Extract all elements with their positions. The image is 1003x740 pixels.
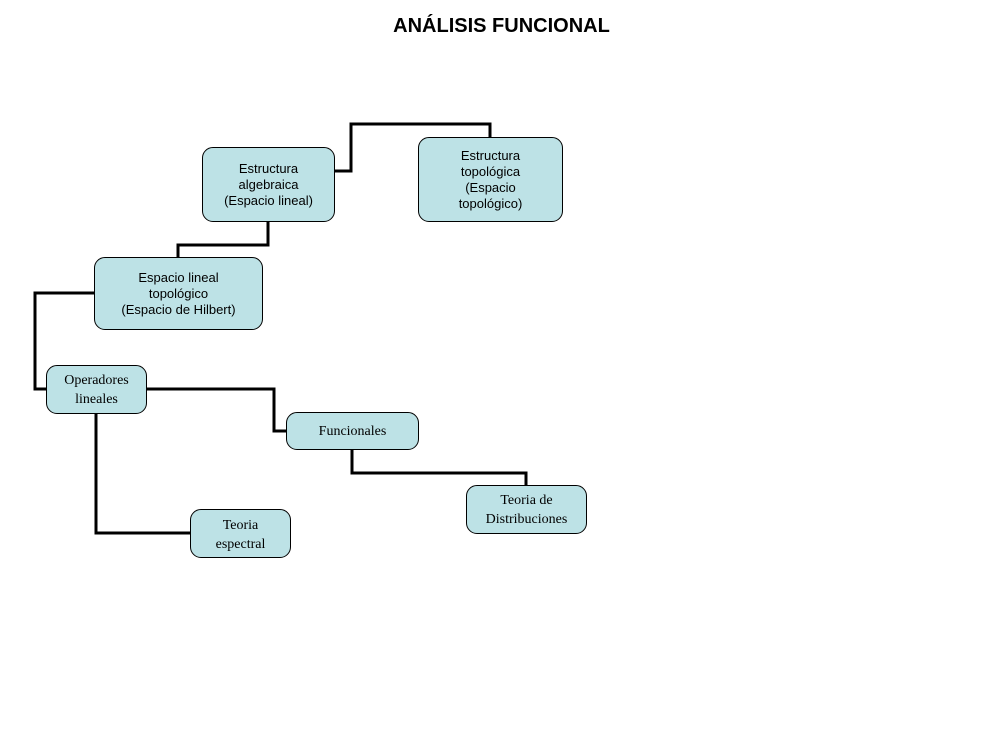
node-operadores-lineales: Operadores lineales [46,365,147,414]
node-funcionales: Funcionales [286,412,419,450]
connector-algebraica-topologica [335,122,492,173]
node-espacio-hilbert: Espacio lineal topológico (Espacio de Hi… [94,257,263,330]
node-estructura-topologica: Estructura topológica (Espacio topológic… [418,137,563,222]
node-label: Teoria de Distribuciones [485,492,568,527]
connector-hilbert-operadores [33,291,94,391]
connector-operadores-espectral [94,414,190,535]
node-label: Teoria espectral [215,518,266,552]
node-label: Espacio lineal topológico (Espacio de Hi… [121,269,236,317]
node-label: Operadores lineales [64,372,129,407]
node-estructura-algebraica: Estructura algebraica (Espacio lineal) [202,147,335,222]
node-label: Estructura algebraica (Espacio lineal) [224,160,313,208]
node-teoria-espectral: Teoria espectral [190,509,291,558]
diagram-title: ANÁLISIS FUNCIONAL [393,15,610,37]
node-teoria-distribuciones: Teoria de Distribuciones [466,485,587,534]
node-label: Estructura topológica (Espacio topológic… [458,147,523,211]
connector-algebraica-hilbert [176,222,270,257]
connector-funcionales-distribuciones [350,450,528,485]
node-label: Funcionales [318,423,387,439]
connector-operadores-funcionales [147,387,286,433]
